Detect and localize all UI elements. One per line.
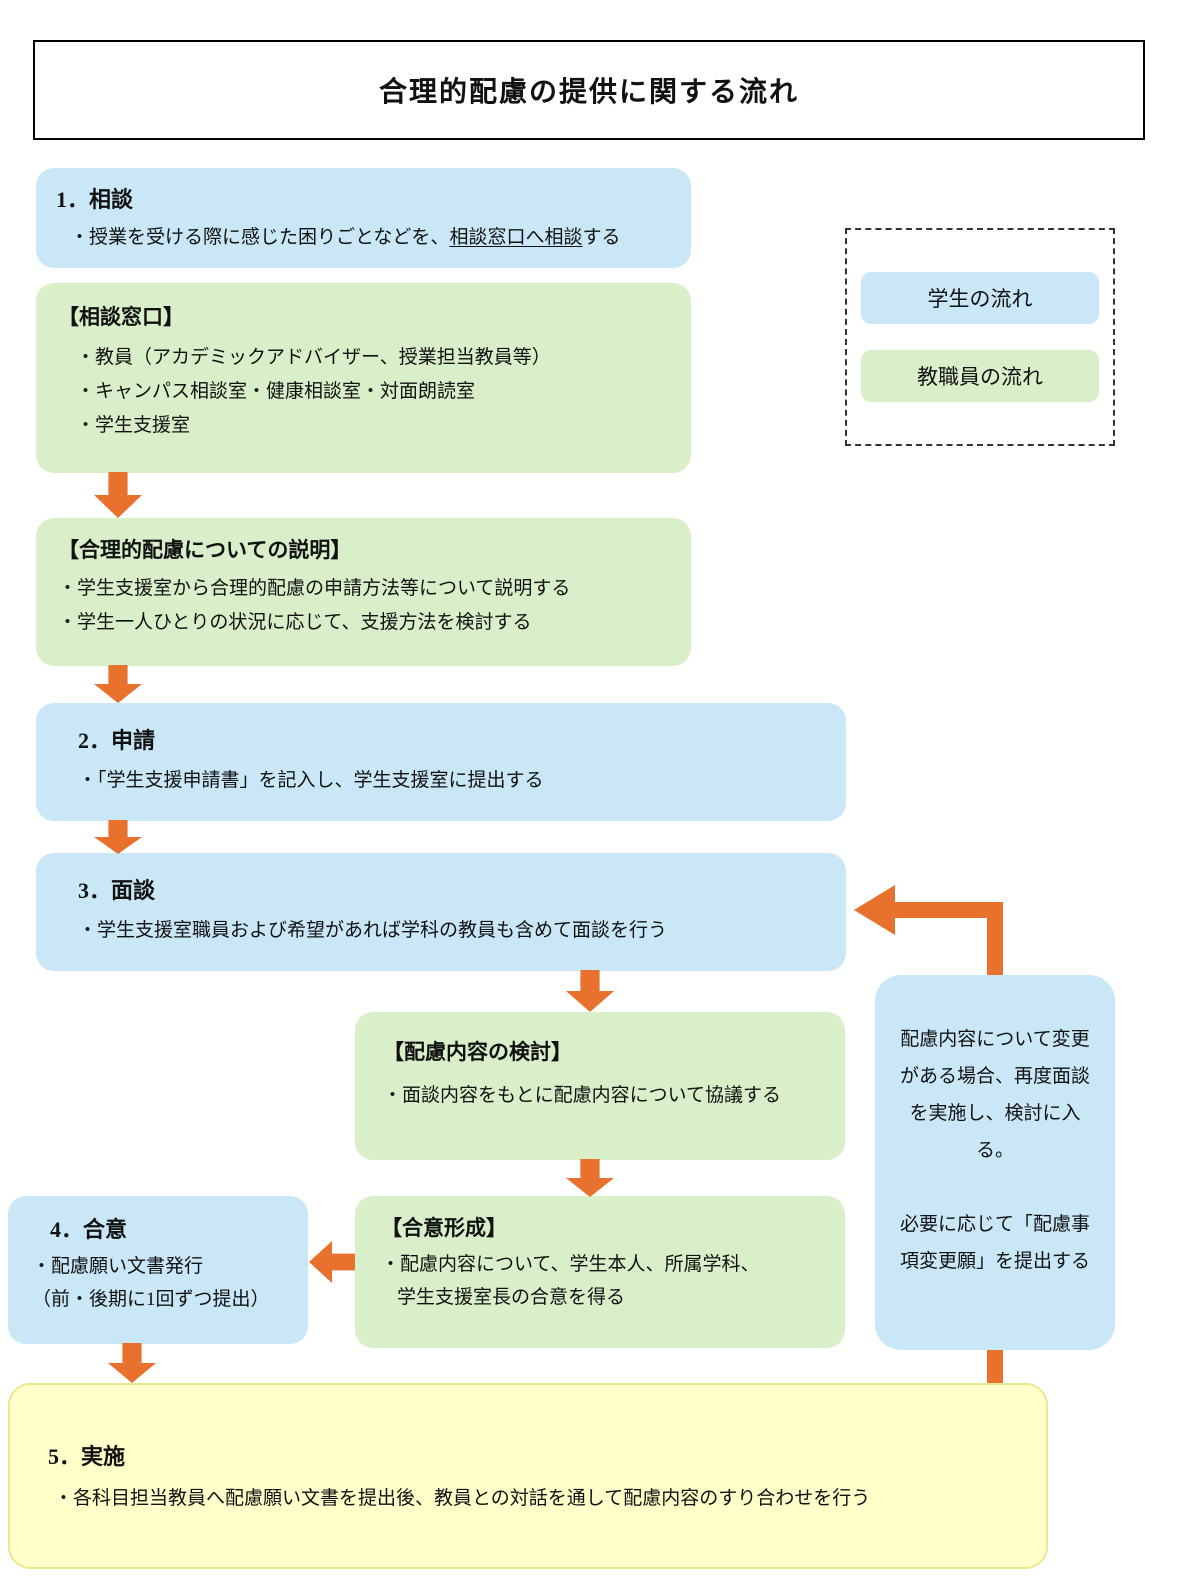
step-4-agreement-box: 4．合意 ・配慮願い文書発行 （前・後期に1回ずつ提出）: [8, 1196, 308, 1344]
review-title: 【配慮内容の検討】: [383, 1040, 572, 1064]
step-4-bullet-2: （前・後期に1回ずつ提出）: [32, 1289, 270, 1310]
explanation-box: 【合理的配慮についての説明】 ・学生支援室から合理的配慮の申請方法等について説明…: [36, 518, 691, 666]
flow-arrow-down-6-icon: [108, 1343, 156, 1383]
consultation-desk-link-text: 相談窓口へ相談: [449, 227, 583, 248]
contact-points-bullet-1: ・教員（アカデミックアドバイザー、授業担当教員等）: [76, 347, 551, 368]
step-5-implementation-box: 5．実施 ・各科目担当教員へ配慮願い文書を提出後、教員との対話を通して配慮内容の…: [8, 1383, 1048, 1569]
consensus-building-bullet-2: 学生支援室長の合意を得る: [397, 1287, 626, 1308]
contact-points-title: 【相談窓口】: [58, 305, 184, 329]
step-5-title: 5．実施: [48, 1444, 126, 1469]
review-box: 【配慮内容の検討】 ・面談内容をもとに配慮内容について協議する: [355, 1012, 845, 1160]
consensus-building-box: 【合意形成】 ・配慮内容について、学生本人、所属学科、 学生支援室長の合意を得る: [355, 1196, 845, 1348]
review-bullet: ・面談内容をもとに配慮内容について協議する: [383, 1085, 782, 1106]
legend-student-flow: 学生の流れ: [861, 272, 1099, 324]
change-note-paragraph-2: 必要に応じて「配慮事項変更願」を提出する: [899, 1214, 1090, 1272]
page-title-box: 合理的配慮の提供に関する流れ: [33, 40, 1145, 140]
page-title: 合理的配慮の提供に関する流れ: [378, 77, 799, 108]
flow-arrow-down-5-icon: [566, 1159, 614, 1197]
explanation-bullet-1: ・学生支援室から合理的配慮の申請方法等について説明する: [58, 578, 571, 599]
legend: 学生の流れ 教職員の流れ: [845, 228, 1115, 446]
step-2-bullet: ・「学生支援申請書」を記入し、学生支援室に提出する: [78, 770, 544, 791]
consensus-building-title: 【合意形成】: [381, 1216, 507, 1240]
flow-arrow-down-1-icon: [94, 472, 142, 518]
step-1-title: 1．相談: [56, 187, 134, 212]
step-5-bullet: ・各科目担当教員へ配慮願い文書を提出後、教員との対話を通して配慮内容のすり合わせ…: [54, 1488, 871, 1509]
contact-points-bullet-3: ・学生支援室: [76, 415, 191, 436]
step-1-bullet-post: する: [582, 227, 621, 248]
flow-arrow-down-4-icon: [566, 970, 614, 1012]
return-to-interview-arrow: [854, 885, 1003, 990]
contact-points-bullet-2: ・キャンパス相談室・健康相談室・対面朗読室: [76, 381, 476, 402]
legend-student-label: 学生の流れ: [927, 287, 1033, 311]
step-1-bullet-pre: ・授業を受ける際に感じた困りごとなどを、: [70, 227, 450, 248]
step-3-interview-box: 3．面談 ・学生支援室職員および希望があれば学科の教員も含めて面談を行う: [36, 853, 846, 971]
change-note-paragraph-1: 配慮内容について変更がある場合、再度面談を実施し、検討に入る。: [899, 1029, 1090, 1161]
step-4-bullet-1: ・配慮願い文書発行: [32, 1256, 204, 1277]
step-2-title: 2．申請: [78, 728, 156, 753]
step-2-application-box: 2．申請 ・「学生支援申請書」を記入し、学生支援室に提出する: [36, 703, 846, 821]
flow-arrow-down-2-icon: [94, 665, 142, 703]
explanation-title: 【合理的配慮についての説明】: [58, 538, 352, 562]
step-1-consultation-box: 1．相談 ・授業を受ける際に感じた困りごとなどを、相談窓口へ相談する: [36, 168, 691, 268]
consensus-building-bullet-1: ・配慮内容について、学生本人、所属学科、: [381, 1254, 760, 1275]
step-3-title: 3．面談: [78, 878, 156, 903]
explanation-bullet-2: ・学生一人ひとりの状況に応じて、支援方法を検討する: [58, 612, 532, 633]
contact-points-box: 【相談窓口】 ・教員（アカデミックアドバイザー、授業担当教員等） ・キャンパス相…: [36, 283, 691, 473]
change-note-box: 配慮内容について変更がある場合、再度面談を実施し、検討に入る。 必要に応じて「配…: [875, 975, 1115, 1350]
step-3-bullet: ・学生支援室職員および希望があれば学科の教員も含めて面談を行う: [78, 920, 668, 941]
return-arrow-line: [895, 902, 1003, 990]
legend-staff-label: 教職員の流れ: [917, 365, 1043, 389]
step-4-title: 4．合意: [50, 1217, 128, 1242]
step-1-bullet: ・授業を受ける際に感じた困りごとなどを、相談窓口へ相談する: [56, 222, 671, 249]
flow-arrow-left-icon: [309, 1241, 355, 1283]
legend-staff-flow: 教職員の流れ: [861, 350, 1099, 402]
flow-arrow-down-3-icon: [94, 820, 142, 854]
return-arrow-head: [854, 885, 895, 935]
note-to-implementation-connector: [987, 1342, 1003, 1388]
